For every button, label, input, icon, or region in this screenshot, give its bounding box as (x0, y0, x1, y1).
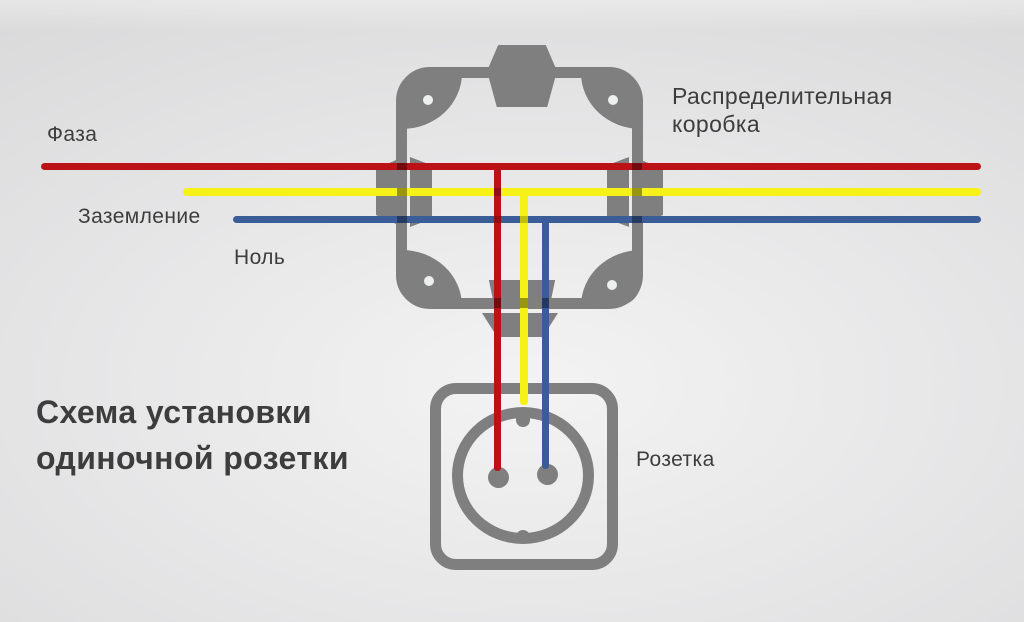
socket-label: Розетка (636, 448, 715, 471)
wire-wall-crossing (397, 216, 407, 223)
wire-wall-crossing (397, 188, 407, 196)
wire-wall-crossing (542, 298, 549, 308)
screw-hole-icon (423, 95, 433, 105)
wire-wall-crossing (520, 298, 528, 308)
phase-wire-label: Фаза (47, 123, 98, 146)
page-title-line2: одиночной розетки (36, 440, 349, 476)
junction-box-label: Распределительная коробка (672, 82, 893, 138)
wire-wall-crossing (397, 163, 407, 170)
screw-hole-icon (608, 95, 618, 105)
wire-wall-crossing (632, 216, 642, 223)
wire-wire-crossing (494, 216, 501, 223)
socket-ground-contact-top (516, 416, 530, 427)
socket-ground-contact-bottom (516, 530, 530, 541)
ground-wire-label: Заземление (78, 205, 201, 228)
ground-wire-vertical (520, 191, 528, 405)
wire-wall-crossing (494, 298, 501, 308)
ground-wire-horizontal (183, 188, 981, 196)
neutral-wire-horizontal (233, 216, 981, 223)
junction-box-label-line1: Распределительная (672, 83, 893, 109)
screw-hole-icon (607, 280, 617, 290)
cable-gland-top (487, 45, 557, 107)
wire-wall-crossing (632, 163, 642, 170)
page-title-line1: Схема установки (36, 394, 312, 430)
screw-hole-icon (424, 276, 434, 286)
junction-box-label-line2: коробка (672, 111, 761, 137)
socket-pin-hole-right (537, 464, 558, 485)
phase-wire-vertical (494, 166, 501, 471)
phase-wire-horizontal (41, 163, 981, 170)
wire-wire-crossing (520, 216, 528, 223)
wire-wall-crossing (632, 188, 642, 196)
neutral-wire-vertical (542, 218, 549, 469)
wire-wire-crossing (494, 188, 501, 196)
page-title: Схема установки одиночной розетки (36, 389, 349, 481)
neutral-wire-label: Ноль (234, 246, 286, 269)
socket-pin-hole-left (488, 467, 509, 488)
socket-face (452, 407, 594, 544)
